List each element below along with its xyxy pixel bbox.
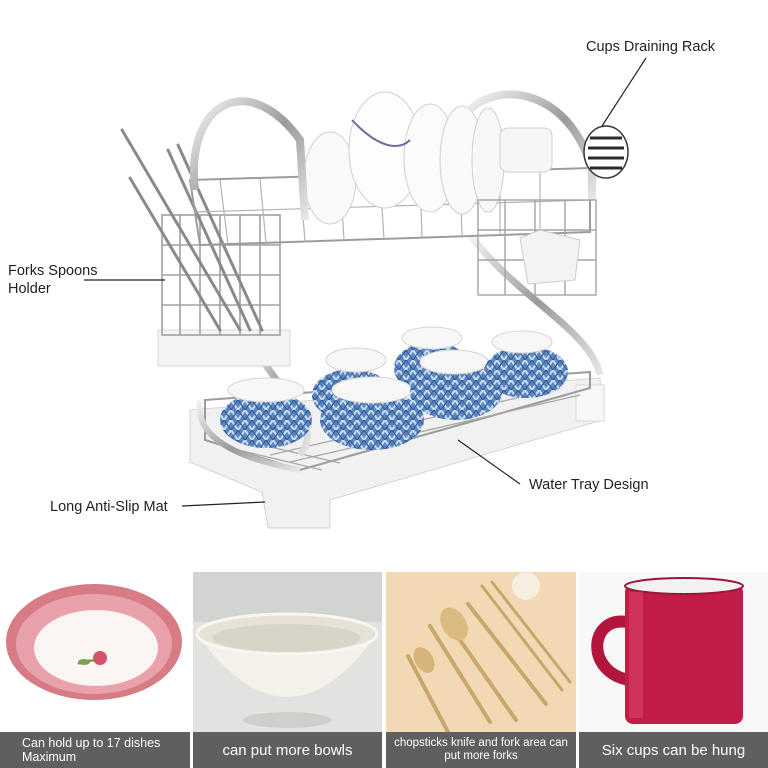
caption-cups: Six cups can be hung bbox=[579, 732, 768, 768]
callout-cups-draining-rack: Cups Draining Rack bbox=[586, 39, 715, 55]
caption-dishes: Can hold up to 17 dishes Maximum bbox=[0, 732, 190, 768]
panel-plate: Can hold up to 17 dishes Maximum bbox=[0, 572, 190, 768]
callout-long-anti-slip-mat: Long Anti-Slip Mat bbox=[50, 499, 168, 515]
panel-cutlery: chopsticks knife and fork area can put m… bbox=[386, 572, 576, 768]
caption-bowls: can put more bowls bbox=[193, 732, 382, 768]
dish-rack-illustration bbox=[120, 90, 629, 529]
caption-cutlery: chopsticks knife and fork area can put m… bbox=[386, 732, 576, 768]
callout-forks-spoons-holder: Forks Spoons Holder bbox=[8, 263, 98, 297]
panel-bowl: can put more bowls bbox=[193, 572, 382, 768]
panel-mug: Six cups can be hung bbox=[579, 572, 768, 768]
callout-water-tray-design: Water Tray Design bbox=[529, 477, 649, 493]
